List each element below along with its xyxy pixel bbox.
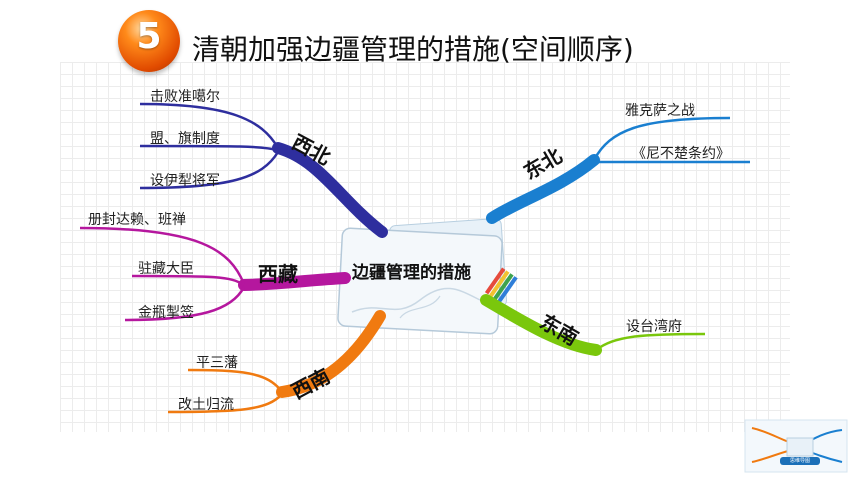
branch-northwest-line <box>272 142 388 238</box>
leaf-tibet-3: 金瓶掣签 <box>138 305 194 321</box>
branch-northeast-line <box>486 154 600 224</box>
title-bar: 5 清朝加强边疆管理的措施(空间顺序) <box>118 4 678 74</box>
twig-tibet-1 <box>79 226 246 285</box>
twig-southeast-1 <box>595 332 706 352</box>
twig-northwest-2 <box>139 144 279 152</box>
branch-southeast-line <box>480 294 602 356</box>
branch-southwest-line <box>276 310 386 398</box>
leaf-northwest-3: 设伊犁将军 <box>150 173 220 189</box>
leaf-northwest-1: 击败准噶尔 <box>150 89 220 105</box>
leaf-northeast-1: 雅克萨之战 <box>625 103 695 119</box>
twig-northwest-3 <box>139 151 280 190</box>
leaf-southwest-1: 平三藩 <box>196 355 238 371</box>
leaf-northwest-2: 盟、旗制度 <box>150 131 220 147</box>
leaf-tibet-1: 册封达赖、班禅 <box>88 212 186 228</box>
twig-tibet-3 <box>124 286 246 322</box>
number-badge-icon <box>118 10 180 72</box>
leaf-southeast-1: 设台湾府 <box>626 319 682 335</box>
twig-tibet-2 <box>131 274 245 287</box>
page-title: 清朝加强边疆管理的措施(空间顺序) <box>192 33 634 66</box>
center-node-label: 边疆管理的措施 <box>352 263 471 283</box>
twig-southwest-1 <box>187 368 284 393</box>
thumbnail-label: 思维导图 <box>780 457 820 465</box>
badge-number: 5 <box>136 16 162 57</box>
branch-tibet-line <box>238 272 351 291</box>
leaf-northeast-2: 《尼不楚条约》 <box>632 146 730 162</box>
leaf-tibet-2: 驻藏大臣 <box>138 261 194 277</box>
leaf-southwest-2: 改土归流 <box>178 397 234 413</box>
branch-label-tibet: 西藏 <box>258 262 298 286</box>
twig-southwest-2 <box>167 393 283 414</box>
twig-northwest-1 <box>139 102 280 149</box>
center-card-icon <box>337 218 518 335</box>
twig-northeast-1 <box>592 116 731 161</box>
